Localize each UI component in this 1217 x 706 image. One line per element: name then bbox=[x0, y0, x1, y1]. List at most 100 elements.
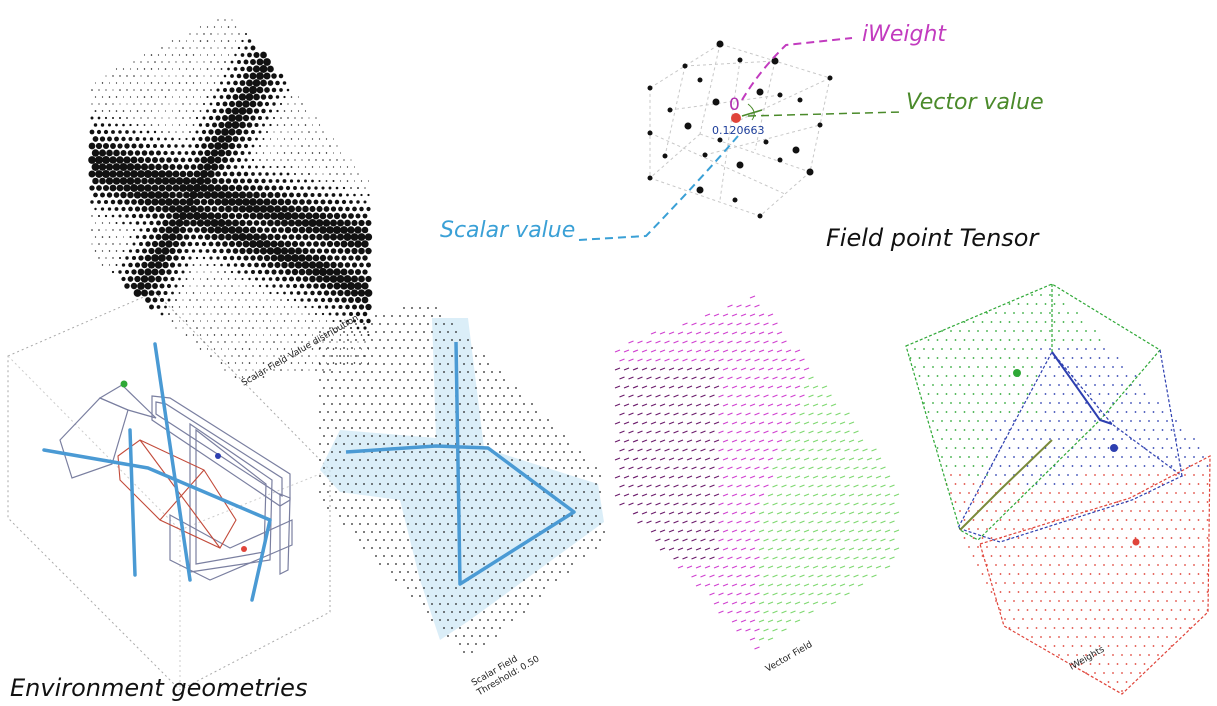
distribution-dot bbox=[308, 327, 310, 329]
distribution-dot bbox=[174, 270, 178, 274]
scalar-field-dot bbox=[523, 403, 525, 405]
distribution-dot bbox=[315, 355, 317, 357]
scalar-field-dot bbox=[507, 451, 509, 453]
vector-arrow bbox=[704, 385, 711, 389]
distribution-dot bbox=[354, 240, 362, 248]
scalar-field-dot bbox=[423, 427, 425, 429]
distribution-dot bbox=[322, 275, 331, 283]
vector-arrow bbox=[740, 313, 747, 317]
iweights-dot bbox=[1103, 618, 1105, 620]
vector-arrow bbox=[731, 439, 738, 443]
iweights-dot bbox=[1062, 537, 1065, 539]
scalar-field-dot bbox=[467, 515, 469, 517]
distribution-dot bbox=[161, 117, 163, 119]
distribution-dot bbox=[301, 173, 303, 175]
iweights-dot bbox=[1166, 456, 1168, 458]
iweights-dot bbox=[1071, 501, 1074, 503]
distribution-dot bbox=[140, 163, 149, 171]
distribution-dot bbox=[242, 86, 250, 94]
iweights-dot bbox=[1013, 456, 1015, 458]
vector-arrow bbox=[731, 529, 738, 533]
vector-arrow bbox=[736, 628, 742, 632]
distribution-dot bbox=[302, 276, 309, 282]
distribution-dot bbox=[329, 219, 338, 227]
vector-arrow bbox=[776, 457, 783, 461]
distribution-dot bbox=[266, 145, 268, 147]
distribution-dot bbox=[333, 240, 341, 248]
distribution-dot bbox=[203, 163, 212, 171]
distribution-dot bbox=[227, 348, 230, 350]
distribution-dot bbox=[251, 144, 255, 148]
scalar-field-dot bbox=[407, 571, 409, 573]
distribution-dot bbox=[154, 247, 163, 255]
vector-arrow bbox=[614, 367, 621, 371]
vector-arrow bbox=[731, 583, 738, 587]
distribution-dot bbox=[304, 362, 307, 364]
vector-arrow bbox=[727, 448, 733, 452]
distribution-dot bbox=[362, 311, 368, 317]
iweights-dot bbox=[1035, 555, 1038, 557]
scalar-field-dot bbox=[355, 499, 357, 501]
distribution-dot bbox=[259, 369, 261, 371]
scalar-field-dot bbox=[399, 555, 401, 557]
distribution-dot bbox=[336, 327, 338, 329]
distribution-dot bbox=[203, 285, 205, 287]
distribution-dot bbox=[173, 157, 179, 163]
distribution-dot bbox=[203, 271, 205, 273]
vector-arrow bbox=[623, 385, 630, 389]
vector-arrow bbox=[821, 529, 828, 533]
scalar-field-dot bbox=[583, 555, 585, 557]
distribution-dot bbox=[122, 236, 125, 238]
iweights-dot bbox=[1013, 366, 1015, 368]
iweights-dot bbox=[1112, 636, 1114, 638]
vector-arrow bbox=[772, 340, 778, 344]
scalar-field-dot bbox=[571, 483, 573, 485]
scalar-field-dot bbox=[575, 475, 577, 477]
distribution-dot bbox=[121, 136, 126, 142]
vector-arrow bbox=[713, 529, 720, 533]
distribution-dot bbox=[182, 61, 184, 63]
iweights-dot bbox=[999, 591, 1002, 593]
scalar-field-dot bbox=[371, 467, 373, 469]
iweights-dot bbox=[1107, 393, 1110, 395]
distribution-dot bbox=[91, 243, 93, 245]
distribution-dot bbox=[190, 164, 197, 170]
distribution-dot bbox=[323, 261, 330, 269]
vector-arrow bbox=[785, 529, 792, 533]
iweights-dot bbox=[1026, 555, 1029, 557]
vector-arrow bbox=[844, 502, 850, 506]
iweights-dot bbox=[1085, 348, 1087, 350]
iweights-dot bbox=[981, 357, 984, 359]
distribution-dot bbox=[326, 212, 334, 220]
scalar-field-dot bbox=[539, 499, 541, 501]
iweights-dot bbox=[1017, 609, 1020, 611]
distribution-dot bbox=[172, 240, 180, 248]
scalar-field-dot bbox=[371, 515, 373, 517]
iweights-dot bbox=[1161, 483, 1164, 485]
distribution-dot bbox=[129, 96, 132, 98]
iweights-dot bbox=[1184, 600, 1186, 602]
iweights-dot bbox=[1161, 573, 1164, 575]
distribution-dot bbox=[175, 89, 177, 91]
vector-arrow bbox=[749, 403, 756, 407]
distribution-dot bbox=[94, 236, 97, 238]
distribution-dot bbox=[224, 327, 226, 329]
scalar-field-dot bbox=[359, 491, 361, 493]
scalar-field-dot bbox=[559, 491, 561, 493]
scalar-field-dot bbox=[367, 459, 369, 461]
iweights-dot bbox=[1134, 645, 1137, 647]
scalar-field-dot bbox=[447, 379, 449, 381]
vector-arrow bbox=[844, 538, 850, 542]
iweights-dot bbox=[1053, 303, 1056, 305]
iweights-dot bbox=[1098, 537, 1101, 539]
iweights-dot bbox=[1134, 519, 1137, 521]
scalar-field-dot bbox=[355, 515, 357, 517]
distribution-dot bbox=[140, 75, 142, 77]
vector-arrow bbox=[763, 610, 769, 614]
iweights-dot bbox=[963, 339, 966, 341]
vector-arrow bbox=[695, 421, 702, 425]
iweights-dot bbox=[1004, 456, 1006, 458]
scalar-field-dot bbox=[451, 483, 453, 485]
scalar-field-dot bbox=[327, 395, 329, 397]
scalar-field-dot bbox=[535, 427, 537, 429]
